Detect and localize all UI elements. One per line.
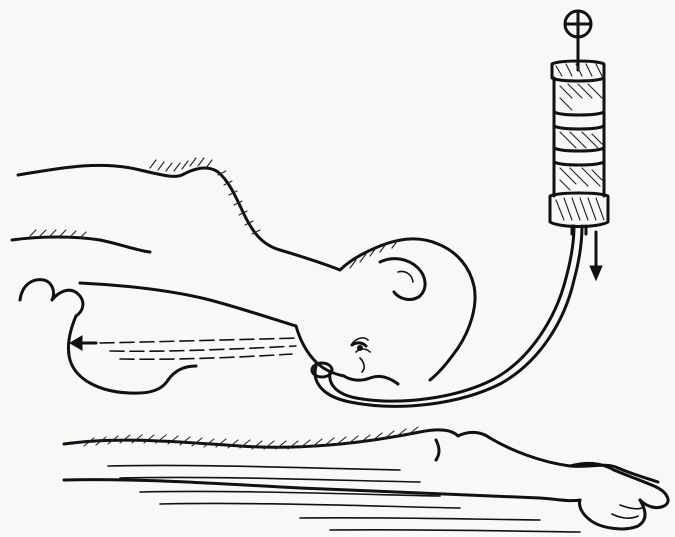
patient-bent-arm <box>20 280 300 393</box>
patient-head <box>296 239 475 384</box>
syringe <box>550 11 608 234</box>
table-surface <box>108 465 580 532</box>
patient-torso <box>12 158 340 270</box>
